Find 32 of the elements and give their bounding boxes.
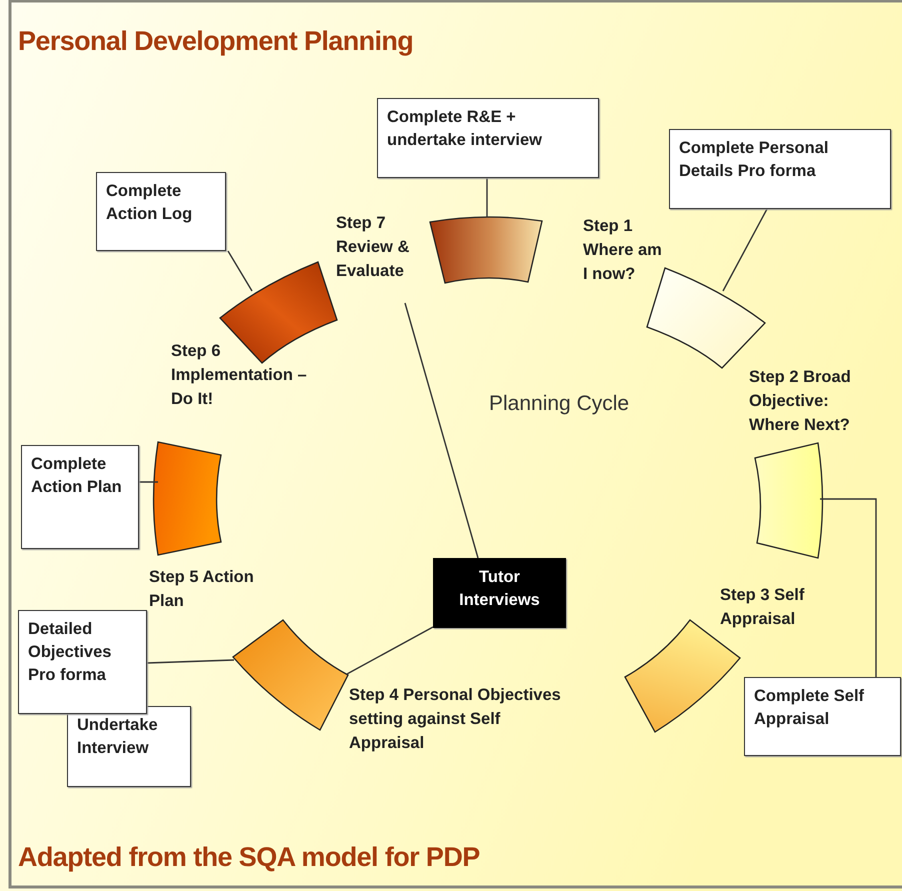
connector-line (227, 250, 253, 292)
step-label: Step 7 Review & Evaluate (336, 213, 410, 282)
process-box: Complete Action Plan (21, 445, 139, 549)
connector-line (820, 498, 877, 677)
process-box: Complete R&E + undertake interview (377, 98, 599, 178)
step-label: Step 5 Action Plan (149, 567, 255, 612)
center-label: Planning Cycle (489, 392, 630, 416)
cycle-segment (754, 442, 824, 559)
step-label: Step 3 Self Appraisal (720, 585, 806, 630)
process-box: Complete Self Appraisal (744, 677, 901, 756)
process-box: Detailed Objectives Pro forma (18, 610, 147, 714)
caption: Adapted from the SQA model for PDP (18, 842, 480, 873)
connector-line (486, 178, 488, 217)
process-box: Undertake Interview (67, 706, 191, 787)
connector-line (722, 208, 768, 292)
step-label: Step 2 Broad Objective: Where Next? (749, 367, 852, 436)
process-box: Complete Action Log (96, 172, 226, 251)
connector-line (139, 481, 158, 483)
cycle-segment (152, 441, 222, 556)
connector-line (404, 302, 479, 558)
cycle-segment (232, 619, 349, 731)
highlight-box: Tutor Interviews (433, 558, 566, 628)
cycle-segment (646, 267, 766, 369)
step-label: Step 4 Personal Objectives setting against Self Appraisal (349, 685, 562, 754)
cycle-segment (219, 261, 338, 364)
connector-line (346, 626, 434, 675)
step-label: Step 1 Where am I now? (583, 216, 663, 285)
title: Personal Development Planning (18, 26, 414, 57)
cycle-segment (429, 216, 543, 284)
step-label: Step 6 Implementation – Do It! (171, 341, 308, 410)
process-box: Complete Personal Details Pro forma (669, 129, 891, 209)
connector-line (146, 659, 234, 664)
